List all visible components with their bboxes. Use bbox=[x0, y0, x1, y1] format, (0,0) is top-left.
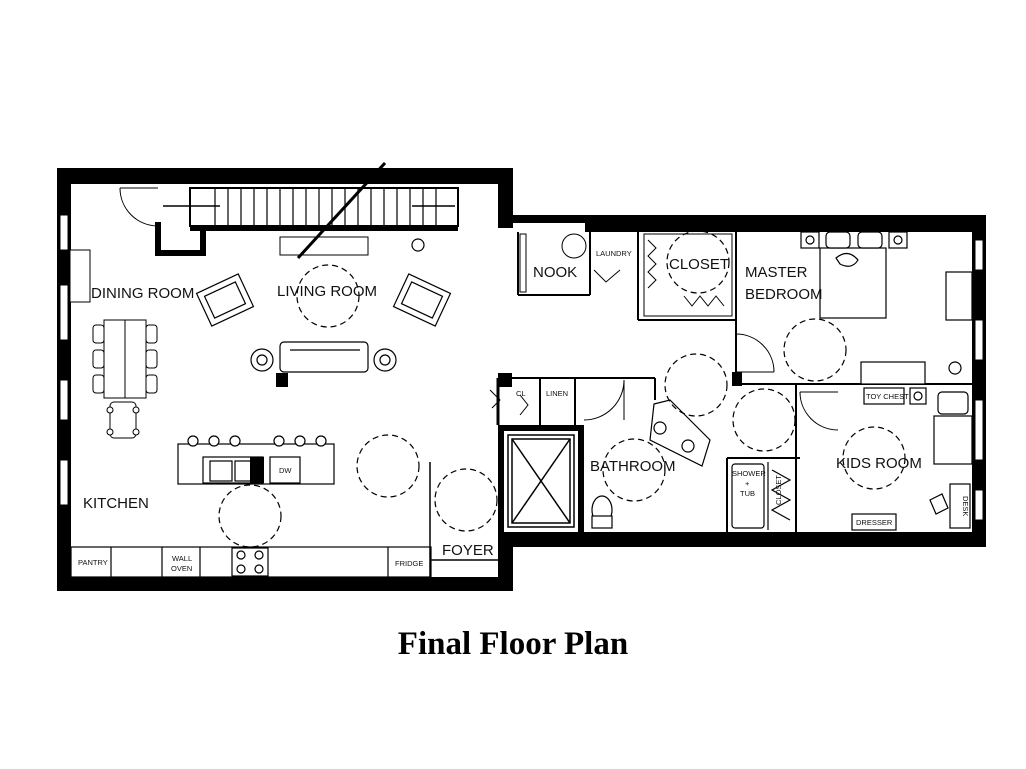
label-dresser: DRESSER bbox=[856, 518, 893, 527]
label-closet-small-right: CLOSET bbox=[774, 475, 783, 505]
door-swing bbox=[119, 187, 159, 227]
room-label-living: LIVING ROOM bbox=[277, 283, 377, 300]
shower-enclosure bbox=[507, 434, 575, 528]
room-label-closet: CLOSET bbox=[669, 256, 729, 273]
label-desk: DESK bbox=[961, 496, 970, 516]
interior-partitions bbox=[512, 232, 972, 532]
label-toy-chest: TOY CHEST bbox=[866, 392, 909, 401]
exterior-walls bbox=[57, 168, 986, 591]
label-laundry: LAUNDRY bbox=[596, 249, 632, 258]
kitchen-counter bbox=[70, 546, 432, 578]
windows bbox=[59, 214, 984, 521]
label-wall-oven-2: OVEN bbox=[171, 564, 192, 573]
room-label-master-2: BEDROOM bbox=[745, 286, 823, 303]
plan-caption: Final Floor Plan bbox=[397, 626, 629, 662]
living-furniture bbox=[195, 238, 452, 373]
room-label-bathroom: BATHROOM bbox=[590, 458, 676, 475]
label-fridge: FRIDGE bbox=[395, 559, 423, 568]
floor-plan: DINING ROOM LIVING ROOM KITCHEN NOOK CLO… bbox=[57, 161, 986, 591]
room-label-foyer: FOYER bbox=[442, 542, 494, 559]
label-pantry: PANTRY bbox=[78, 558, 108, 567]
room-label-kitchen: KITCHEN bbox=[83, 495, 149, 512]
bathroom-fixtures bbox=[591, 399, 792, 530]
kids-furniture bbox=[851, 387, 973, 531]
label-shower-1: SHOWER bbox=[732, 469, 766, 478]
label-closet-small-left: CL bbox=[516, 389, 526, 398]
label-dw: DW bbox=[279, 466, 292, 475]
label-shower-3: TUB bbox=[740, 489, 755, 498]
label-linen: LINEN bbox=[546, 389, 568, 398]
room-label-nook: NOOK bbox=[533, 264, 577, 281]
master-bed bbox=[800, 231, 973, 385]
dining-table bbox=[92, 319, 158, 439]
room-label-master-1: MASTER bbox=[745, 264, 808, 281]
staircase bbox=[163, 161, 459, 260]
interior-walls bbox=[498, 372, 742, 532]
room-label-dining: DINING ROOM bbox=[91, 285, 194, 302]
label-wall-oven-1: WALL bbox=[172, 554, 192, 563]
label-shower-2: + bbox=[745, 479, 750, 488]
room-label-kids: KIDS ROOM bbox=[836, 455, 922, 472]
stair-walls bbox=[155, 222, 206, 256]
foyer-walls bbox=[429, 462, 498, 577]
